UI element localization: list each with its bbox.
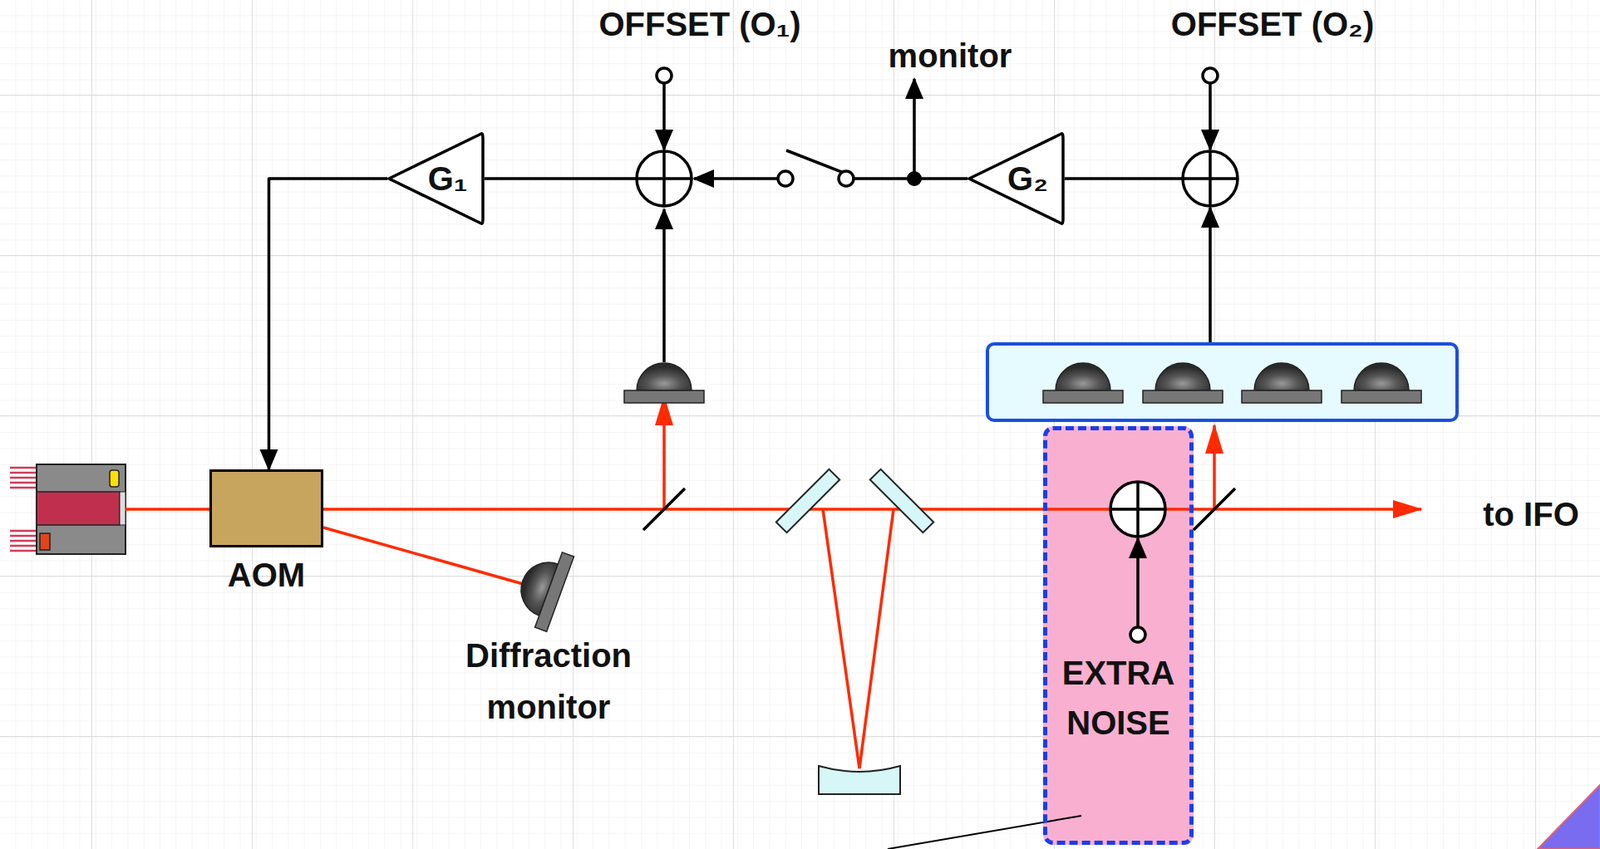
noise-region: EXTRA NOISE xyxy=(1043,426,1194,846)
laser-beam xyxy=(125,397,1422,769)
signal-connector xyxy=(269,178,389,470)
amplifier-triangle: G₁ xyxy=(387,130,485,227)
text-label: OFFSET (O₁) xyxy=(598,4,801,44)
node-label: AOM xyxy=(227,556,306,595)
node-label: G₁ xyxy=(428,160,468,198)
photodetector xyxy=(624,363,704,404)
amplifier-triangle: G₂ xyxy=(967,130,1065,227)
aom-box: AOM xyxy=(209,469,324,548)
text-label: to IFO xyxy=(1482,495,1580,534)
signal-wire xyxy=(484,78,1211,849)
laser xyxy=(9,464,126,555)
node-label: EXTRA NOISE xyxy=(1048,648,1188,749)
terminal xyxy=(656,68,1218,643)
cavity-mirror xyxy=(776,469,934,795)
text-label: OFFSET (O₂) xyxy=(1171,4,1374,44)
text-label: Diffraction monitor xyxy=(423,630,674,734)
text-label: monitor xyxy=(888,36,1013,75)
summing-junction xyxy=(636,151,1238,537)
node-label: G₂ xyxy=(1007,160,1049,198)
